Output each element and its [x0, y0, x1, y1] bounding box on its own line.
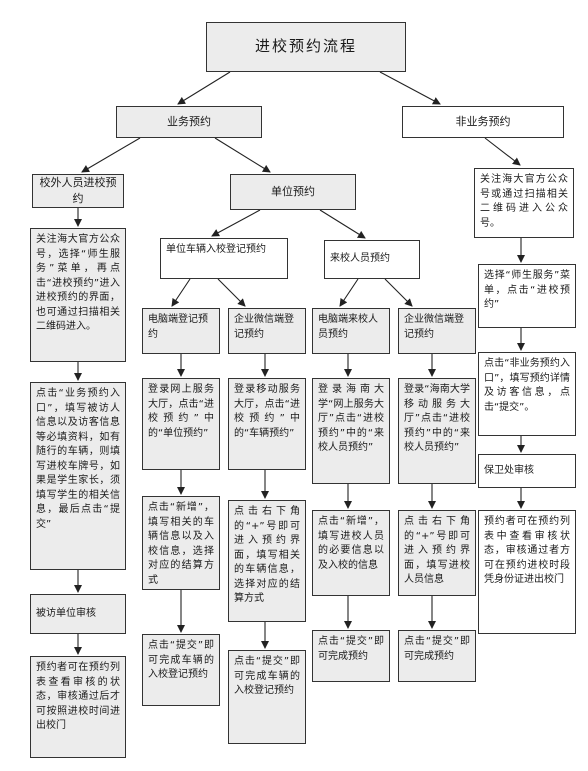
- arrow-nonbusiness-n1: [484, 137, 521, 166]
- node-n3: 点击“非业务预约入口”，填写预约详情及访客信息，点击“提交”。: [478, 352, 576, 436]
- node-v1-1: 登录网上服务大厅，点击“进校预约”中的“单位预约”: [142, 378, 220, 470]
- node-n5: 预约者可在预约列表中查看审核状态，审核通过者方可在预约进校时段凭身份证进出校门: [478, 510, 576, 634]
- node-n1: 关注海大官方公众号或通过扫描相关二维码进入公众号。: [474, 168, 574, 238]
- node-p1-3: 点击“提交”即可完成预约: [312, 630, 390, 682]
- node-nonbusiness: 非业务预约: [402, 106, 564, 138]
- arrow-vehicle-pc: [171, 278, 191, 307]
- arrow-business-unit: [214, 137, 271, 173]
- arrow-unit-visitor: [319, 209, 366, 239]
- node-pc-visitor: 电脑端来校人员预约: [312, 308, 390, 354]
- arrow-title-business: [177, 71, 231, 105]
- arrow-unit-vehicle: [211, 209, 261, 237]
- node-p2-3: 点击“提交”即可完成预约: [398, 630, 476, 682]
- node-v2-3: 点击“提交”即可完成车辆的入校登记预约: [228, 650, 306, 744]
- node-v1-3: 点击“提交”即可完成车辆的入校登记预约: [142, 634, 220, 706]
- node-p2-2: 点击右下角的“+”号即可进入预约界面，填写进校人员信息: [398, 510, 476, 596]
- node-vehicle: 单位车辆入校登记预约: [160, 238, 288, 279]
- arrow-visitor-pc: [339, 278, 359, 307]
- node-title: 进校预约流程: [206, 22, 406, 72]
- node-wx-visitor: 企业微信端登记预约: [398, 308, 476, 354]
- arrow-business-outside: [81, 137, 141, 173]
- arrow-title-nonbusiness: [379, 71, 441, 105]
- node-p2-1: 登录“海南大学移动服务大厅”点击“进校预约”中的“来校人员预约”: [398, 378, 476, 484]
- node-v1-2: 点击“新增”，填写相关的车辆信息以及入校信息，选择对应的结算方式: [142, 496, 220, 590]
- arrow-visitor-wx: [384, 278, 413, 307]
- node-v2-2: 点击右下角的“+”号即可进入预约界面，填写相关的车辆信息，选择对应的结算方式: [228, 500, 306, 622]
- node-p1-2: 点击“新增”，填写进校人员的必要信息以及入校的信息: [312, 510, 390, 596]
- node-wx-vehicle: 企业微信端登记预约: [228, 308, 306, 354]
- node-o4: 预约者可在预约列表查看审核的状态，审核通过后才可按照进校时间进出校门: [30, 656, 126, 758]
- node-v2-1: 登录移动服务大厅，点击“进校预约”中的“车辆预约”: [228, 378, 306, 470]
- arrow-vehicle-wx: [217, 278, 246, 307]
- node-o1: 关注海大官方公众号，选择“师生服务”菜单，再点击“进校预约”进入进校预约的界面，…: [30, 228, 126, 362]
- node-pc-vehicle: 电脑端登记预约: [142, 308, 220, 354]
- node-n4: 保卫处审核: [478, 454, 576, 488]
- node-outside: 校外人员进校预约: [32, 174, 124, 208]
- node-o2: 点击“业务预约入口”，填写被访人信息以及访客信息等必填资料，如有随行的车辆，则填…: [30, 382, 126, 570]
- node-p1-1: 登录海南大学“网上服务大厅”点击“进校预约”中的“来校人员预约”: [312, 378, 390, 484]
- node-business: 业务预约: [116, 106, 262, 138]
- node-n2: 选择“师生服务”菜单，点击“进校预约”: [478, 264, 576, 328]
- node-visitor: 来校人员预约: [324, 240, 420, 279]
- node-unit: 单位预约: [230, 174, 356, 210]
- node-o3: 被访单位审核: [30, 594, 126, 634]
